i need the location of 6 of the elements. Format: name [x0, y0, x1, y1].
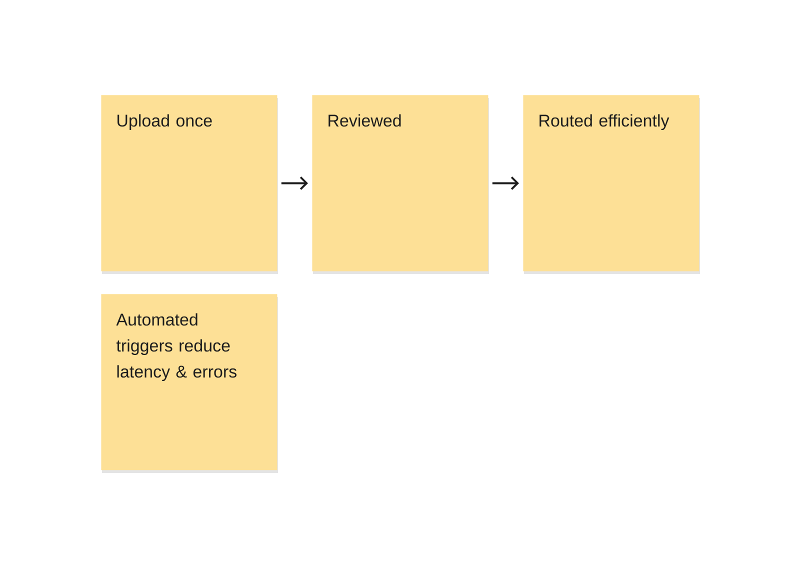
sticky-note: Routed efficiently [523, 95, 700, 274]
arrow [281, 176, 308, 190]
sticky-note: Upload once [101, 95, 278, 274]
sticky-note: Reviewed [312, 95, 489, 274]
sticky-note: Automated triggers reduce latency & errors [101, 294, 278, 473]
arrow [492, 176, 519, 190]
